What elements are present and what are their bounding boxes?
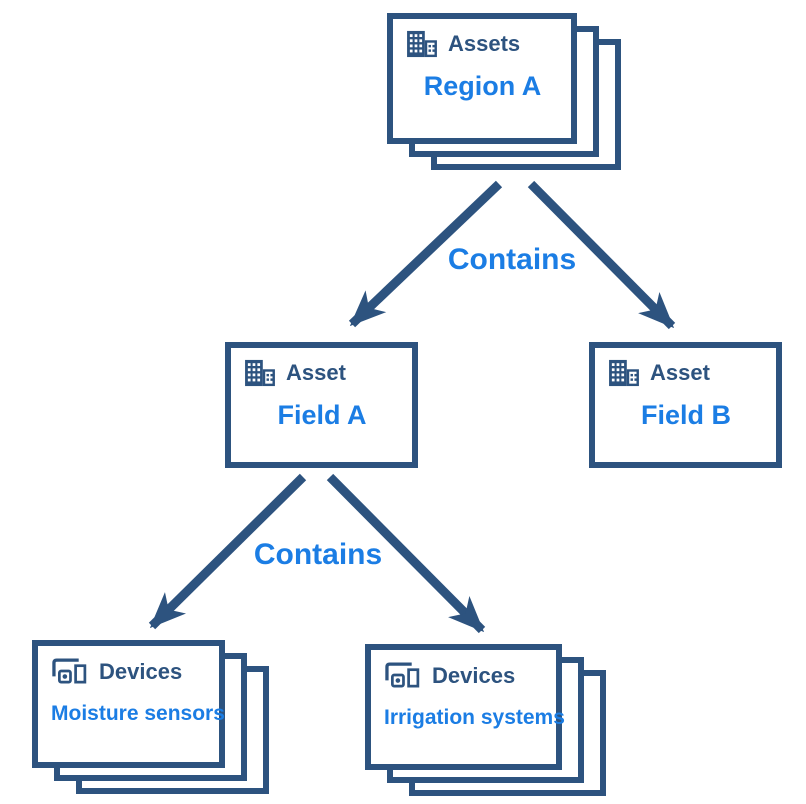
iot-devices-icon — [385, 662, 420, 688]
card-region-a: Assets Region A — [387, 13, 577, 144]
card-header: Devices — [51, 657, 207, 686]
card-irrigation-systems: Devices Irrigation systems — [365, 644, 565, 770]
building-icon — [609, 359, 639, 387]
card-type-label: Assets — [448, 31, 521, 56]
iot-devices-icon — [52, 658, 87, 684]
node-irrigation-systems: Devices Irrigation systems — [365, 644, 606, 796]
card-name: Field B — [640, 400, 731, 430]
card-header: Asset — [608, 359, 764, 387]
card-header: Assets — [406, 30, 559, 58]
node-field-a: Asset Field A — [225, 342, 418, 468]
card-name: Irrigation systems — [384, 706, 565, 729]
contains-label-top: Contains — [447, 243, 577, 276]
building-icon — [245, 359, 275, 387]
card-type-label: Devices — [99, 658, 183, 684]
card-header: Asset — [244, 359, 400, 387]
node-moisture-sensors: Devices Moisture sensors — [32, 640, 269, 794]
edge-field-a-to-irrigation — [326, 473, 486, 634]
node-region-a: Assets Region A — [387, 13, 621, 170]
edge-field-a-to-moisture — [148, 473, 307, 630]
card-type-label: Devices — [432, 662, 516, 688]
card-name: Field A — [277, 400, 367, 430]
card-name: Moisture sensors — [51, 702, 225, 725]
edge-region-to-field-a — [348, 180, 503, 328]
card-header: Devices — [384, 661, 544, 690]
card-type-label: Asset — [650, 360, 710, 385]
node-field-b: Asset Field B — [589, 342, 782, 468]
card-field-a: Asset Field A — [225, 342, 418, 468]
card-type-label: Asset — [286, 360, 346, 385]
card-name: Region A — [423, 71, 542, 101]
building-icon — [407, 30, 437, 58]
edge-region-to-field-b — [527, 180, 676, 330]
card-moisture-sensors: Devices Moisture sensors — [32, 640, 225, 768]
card-field-b: Asset Field B — [589, 342, 782, 468]
contains-label-bottom: Contains — [253, 538, 383, 571]
